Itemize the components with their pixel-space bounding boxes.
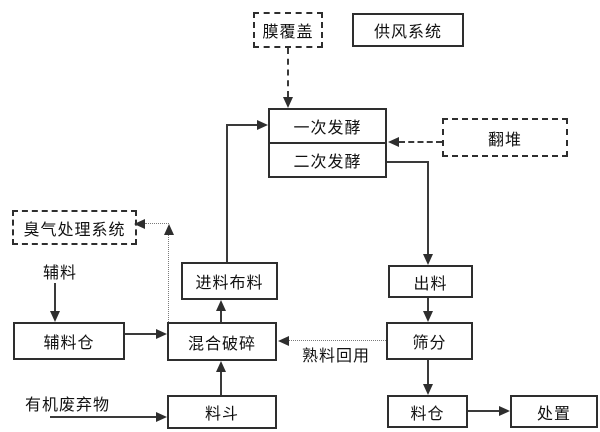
edge-discharge-to-screening-line: [427, 298, 429, 312]
node-discharge: 出料: [388, 265, 473, 298]
node-mixing-crushing: 混合破碎: [167, 322, 277, 361]
arrowhead-down-icon: [283, 97, 293, 108]
node-screening: 筛分: [386, 322, 473, 360]
edge-waste-to-hopper-line: [50, 416, 157, 418]
edge-feeding-to-fermentation-hline: [226, 124, 257, 126]
edge-mixing-to-feeding-line: [220, 311, 222, 322]
edge-feeding-to-fermentation-vline: [226, 124, 228, 262]
arrowhead-right-icon: [156, 329, 167, 339]
label-mature-material-reuse: 熟料回用: [302, 348, 371, 365]
node-primary-fermentation: 一次发酵: [293, 120, 362, 137]
arrowhead-right-icon: [156, 412, 167, 422]
arrowhead-down-icon: [423, 254, 433, 265]
node-odor-treatment-system: 臭气处理系统: [12, 210, 137, 245]
node-secondary-fermentation: 二次发酵: [270, 142, 385, 176]
edge-membrane-to-fermentation-line: [287, 48, 289, 97]
arrowhead-left-icon: [388, 137, 399, 147]
edge-fermentation-to-discharge-vline: [427, 161, 429, 254]
arrowhead-down-icon: [50, 311, 60, 322]
edge-screening-to-bin-line: [427, 360, 429, 384]
edge-bin-to-disposal-line: [468, 410, 499, 412]
node-feeding-spreading: 进料布料: [181, 262, 278, 300]
node-membrane-cover: 膜覆盖: [253, 12, 323, 48]
arrowhead-up-icon: [216, 361, 226, 372]
arrowhead-right-icon: [257, 120, 268, 130]
edge-fermentation-to-discharge-hline: [387, 161, 428, 163]
node-air-supply-system: 供风系统: [352, 13, 464, 47]
edge-odor-dotted-vline: [168, 233, 169, 322]
edge-recycle-dotted-line: [289, 340, 386, 341]
node-pile-turning: 翻堆: [442, 118, 568, 157]
edge-hopper-to-mixing-line: [220, 372, 222, 395]
edge-auxbin-to-mixing-line: [125, 333, 157, 335]
arrowhead-down-icon: [423, 384, 433, 395]
label-organic-waste: 有机废弃物: [25, 397, 111, 414]
node-disposal: 处置: [510, 395, 598, 428]
arrowhead-left-icon: [278, 336, 289, 346]
node-material-bin: 料仓: [387, 395, 468, 428]
edge-odor-dotted-hline: [145, 223, 169, 224]
node-fermentation-stack: 一次发酵 二次发酵: [268, 108, 387, 178]
arrowhead-up-icon: [164, 224, 174, 235]
edge-auxmaterial-to-auxbin-line: [54, 283, 56, 311]
arrowhead-up-icon: [216, 300, 226, 311]
node-hopper: 料斗: [167, 395, 277, 429]
edge-pile-turning-to-fermentation-line: [399, 141, 442, 143]
node-auxiliary-bin: 辅料仓: [13, 322, 125, 360]
label-auxiliary-material: 辅料: [43, 265, 78, 282]
arrowhead-right-icon: [499, 406, 510, 416]
arrowhead-left-icon: [134, 219, 145, 229]
arrowhead-down-icon: [423, 311, 433, 322]
